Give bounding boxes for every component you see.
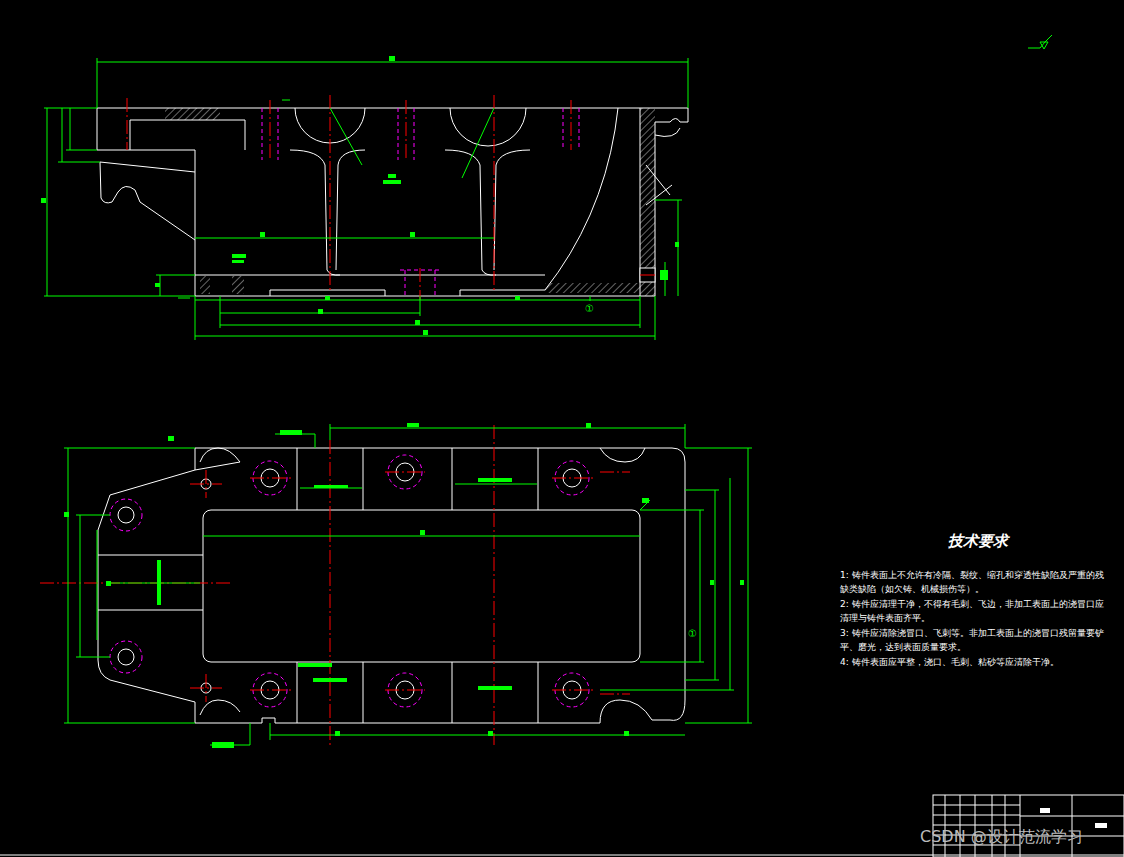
watermark: CSDN @设计范流学习	[920, 824, 1083, 850]
requirement-note: 2: 铸件应清理干净，不得有毛刺、飞边，非加工表面上的浇冒口应清理与铸件表面齐平…	[840, 597, 1108, 626]
requirements-heading: 技术要求	[948, 532, 1008, 551]
callout-number: ①	[585, 301, 594, 317]
requirement-note: 1: 铸件表面上不允许有冷隔、裂纹、缩孔和穿透性缺陷及严重的残缺类缺陷（如欠铸、…	[840, 568, 1108, 597]
requirement-note: 3: 铸件应清除浇冒口、飞刺等。非加工表面上的浇冒口残留量要铲平、磨光，达到表面…	[840, 626, 1108, 655]
callout-number: ①	[688, 626, 697, 642]
requirement-note: 4: 铸件表面应平整，浇口、毛刺、粘砂等应清除干净。	[840, 655, 1108, 669]
